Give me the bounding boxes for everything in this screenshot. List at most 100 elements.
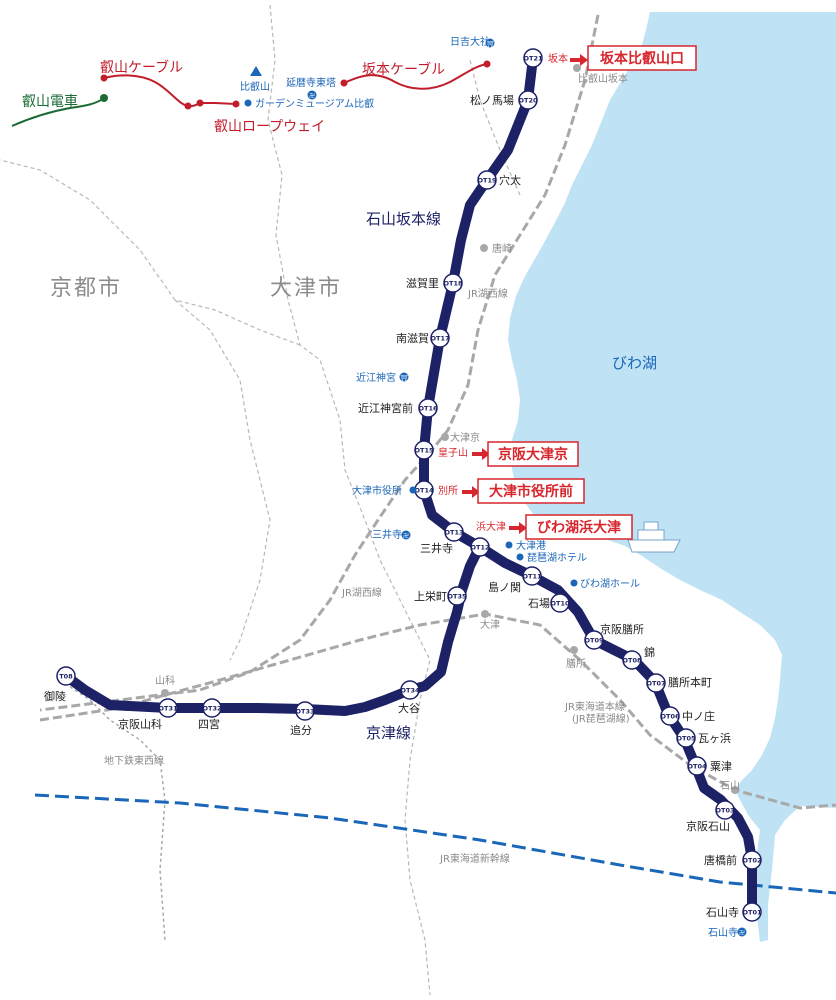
station-name-t08: 御陵 (44, 689, 66, 703)
station-marker-ot09[interactable]: OT09 (584, 630, 604, 650)
svg-text:大津港: 大津港 (516, 539, 546, 552)
svg-text:大津市役所: 大津市役所 (352, 484, 402, 497)
svg-text:ガーデンミュージアム比叡: ガーデンミュージアム比叡 (255, 97, 374, 110)
svg-text:卍: 卍 (309, 93, 315, 100)
svg-text:近江神宮: 近江神宮 (356, 371, 396, 384)
station-name-ot31: 京阪山科 (118, 717, 162, 731)
svg-text:びわ湖ホール: びわ湖ホール (580, 578, 640, 590)
svg-text:T08: T08 (59, 673, 73, 681)
eizan-cable-station-lower (100, 74, 108, 82)
otsu-city-label: 大津市 (270, 276, 342, 301)
eizan-ropeway-upper (232, 100, 240, 108)
svg-text:OT32: OT32 (202, 705, 221, 713)
station-markers: OT21 OT20 OT19 OT18 OT17 OT16 OT15 OT14 … (56, 48, 762, 922)
svg-text:OT13: OT13 (444, 529, 463, 537)
old-name-sakamoto: 坂本 (548, 52, 568, 65)
station-name-ot10: 石場 (528, 597, 550, 610)
station-name-ot08: 錦 (644, 645, 655, 659)
station-marker-ot02[interactable]: OT02 (742, 850, 762, 870)
station-marker-ot07[interactable]: OT07 (646, 673, 666, 693)
station-marker-ot14[interactable]: OT14 (414, 480, 434, 500)
station-marker-ot34[interactable]: OT34 (400, 680, 420, 700)
station-marker-ot18[interactable]: OT18 (443, 273, 463, 293)
svg-text:OT16: OT16 (418, 405, 437, 413)
svg-text:延暦寺東塔: 延暦寺東塔 (286, 76, 336, 89)
eizan-cable-line (103, 74, 237, 108)
station-marker-ot17[interactable]: OT17 (430, 328, 450, 348)
station-marker-t08[interactable]: T08 (56, 666, 76, 686)
svg-text:OT08: OT08 (622, 657, 641, 665)
svg-text:琵琶湖ホテル: 琵琶湖ホテル (527, 552, 587, 564)
poi-names: 比叡山 延暦寺東塔 ガーデンミュージアム比叡 日吉大社 近江神宮 三井寺 大津港… (240, 35, 738, 939)
highlight-box-ot15 (487, 441, 579, 467)
cruise-boat-icon (627, 521, 681, 553)
station-marker-ot16[interactable]: OT16 (418, 398, 438, 418)
station-name-ot05: 瓦ヶ浜 (698, 732, 731, 745)
jr-kosei-label: JR湖西線 (467, 287, 508, 300)
svg-text:OT33: OT33 (295, 708, 314, 716)
station-marker-ot21[interactable]: OT21 (523, 48, 543, 68)
station-name-ot03: 京阪石山 (686, 819, 730, 833)
station-marker-ot06[interactable]: OT06 (660, 706, 680, 726)
station-name-ot06: 中ノ庄 (682, 709, 715, 723)
sakamoto-cable-lower (483, 60, 491, 68)
station-name-ot33: 追分 (290, 723, 312, 737)
eizan-densha-label: 叡山電車 (22, 93, 78, 110)
old-name-ojiyama: 皇子山 (438, 446, 468, 459)
eizan-ropeway-lower (196, 99, 204, 107)
station-marker-ot03[interactable]: OT03 (715, 800, 735, 820)
station-name-ot17: 南滋賀 (396, 332, 429, 345)
station-marker-ot20[interactable]: OT20 (518, 90, 538, 110)
station-marker-ot13[interactable]: OT13 (444, 522, 464, 542)
highlight-box-ot12 (525, 514, 633, 540)
omi-jingu-shrine-icon: ⛩ (399, 372, 409, 382)
svg-text:OT35: OT35 (447, 593, 466, 601)
rename-highlights: 坂本比叡山口 京阪大津京 大津市役所前 びわ湖浜大津 (462, 45, 697, 540)
jr-tokaido-sub-label: (JR琵琶湖線) (572, 712, 630, 725)
station-marker-ot15[interactable]: OT15 (414, 440, 434, 460)
station-name-ot07: 膳所本町 (668, 675, 712, 689)
kyoto-city-label: 京都市 (50, 276, 122, 301)
subway-tozai-label: 地下鉄東西線 (104, 754, 164, 767)
station-marker-ot10[interactable]: OT10 (550, 593, 570, 613)
station-marker-ot11[interactable]: OT11 (522, 566, 542, 586)
svg-text:OT34: OT34 (400, 687, 419, 695)
svg-text:大津京: 大津京 (450, 431, 480, 444)
station-marker-ot31[interactable]: OT31 (158, 698, 178, 718)
highlight-box-ot21 (587, 45, 697, 71)
eizan-cable-label: 叡山ケーブル (100, 59, 183, 76)
old-name-hamaotsu: 浜大津 (476, 520, 506, 533)
station-marker-ot32[interactable]: OT32 (202, 698, 222, 718)
svg-text:膳所: 膳所 (566, 657, 586, 670)
station-name-ot02: 唐橋前 (704, 853, 737, 867)
lake-biwa (508, 12, 836, 942)
mt-hiei-icon (250, 66, 262, 76)
station-marker-ot35[interactable]: OT35 (447, 586, 467, 606)
station-marker-ot12[interactable]: OT12 (470, 537, 490, 557)
eizan-cable-station-upper (184, 102, 192, 110)
station-name-ot35: 上栄町 (414, 589, 447, 603)
svg-text:OT03: OT03 (715, 807, 734, 815)
station-name-ot09: 京阪膳所 (600, 622, 644, 636)
station-marker-ot19[interactable]: OT19 (477, 170, 497, 190)
svg-text:OT18: OT18 (443, 280, 462, 288)
svg-text:唐崎: 唐崎 (492, 242, 512, 255)
station-marker-ot01[interactable]: OT01 (742, 902, 762, 922)
station-name-ot34: 大谷 (398, 701, 420, 715)
svg-text:⛩: ⛩ (486, 40, 494, 48)
station-marker-ot04[interactable]: OT04 (687, 756, 707, 776)
station-marker-ot33[interactable]: OT33 (295, 701, 315, 721)
svg-text:OT21: OT21 (523, 55, 542, 63)
temple-shrine-icons: 卍 ⛩ ⛩ 卍 卍 (307, 38, 747, 937)
svg-text:石山寺: 石山寺 (708, 927, 738, 939)
svg-text:OT19: OT19 (477, 177, 496, 185)
eizan-ropeway-label: 叡山ロープウェイ (214, 118, 325, 135)
station-name-ot18: 滋賀里 (406, 277, 439, 290)
station-marker-ot05[interactable]: OT05 (676, 728, 696, 748)
station-marker-ot08[interactable]: OT08 (622, 650, 642, 670)
station-name-ot04: 粟津 (710, 760, 732, 773)
svg-text:卍: 卍 (739, 930, 745, 937)
jr-tokaido-line (39, 612, 836, 810)
svg-text:比叡山坂本: 比叡山坂本 (578, 72, 628, 85)
